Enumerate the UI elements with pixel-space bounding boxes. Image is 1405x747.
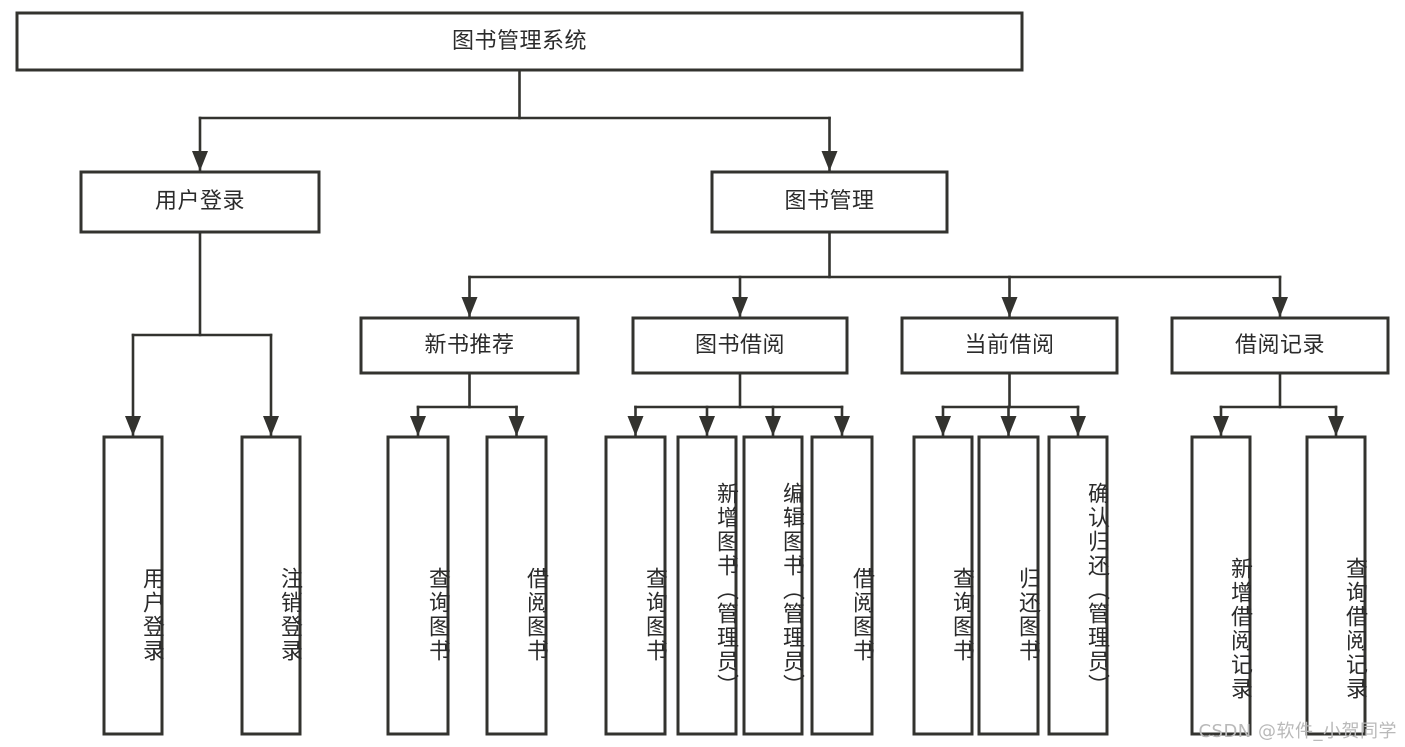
arrow-head-user-login [192,151,208,171]
node-leaf-query-book-bor[interactable] [606,437,665,734]
arrow-head-leaf-logout [263,416,279,436]
arrow-head-leaf-query-book-bor [627,416,644,436]
arrow-head-leaf-confirm-return [1070,416,1086,436]
node-box-current-borrow [900,316,1119,375]
node-leaf-query-record[interactable] [1307,437,1365,734]
node-box-leaf-query-record [1305,435,1367,736]
node-box-leaf-return-book [977,435,1040,736]
watermark-text: CSDN @软件_小贺同学 [1198,721,1397,742]
arrow-head-book-manage [821,151,838,171]
node-box-new-book-rec [359,316,580,375]
arrow-head-book-borrow [732,297,748,317]
node-box-root [15,11,1024,72]
node-box-leaf-user-login [102,435,164,736]
node-box-book-borrow [631,316,849,375]
node-box-leaf-borrow-book-bor [810,435,874,736]
node-root[interactable] [17,13,1022,70]
node-box-leaf-edit-book [742,435,804,736]
node-box-leaf-add-record [1190,435,1252,736]
node-box-leaf-logout [240,435,302,736]
node-leaf-query-book-rec[interactable] [388,437,448,734]
node-box-leaf-add-book [676,435,738,736]
node-box-leaf-query-book-bor [604,435,667,736]
node-new-book-rec[interactable] [361,318,578,373]
connector-layer [125,68,1344,437]
arrow-head-leaf-edit-book [765,416,781,436]
node-leaf-return-book[interactable] [979,437,1038,734]
node-borrow-record[interactable] [1172,318,1388,373]
node-leaf-logout[interactable] [242,437,300,734]
arrow-head-leaf-user-login [125,416,141,436]
node-box-leaf-confirm-return [1047,435,1109,736]
arrow-head-leaf-query-record [1328,416,1344,436]
box-layer [15,11,1390,736]
node-user-login[interactable] [81,172,319,232]
node-leaf-query-book-cur[interactable] [914,437,972,734]
node-box-leaf-query-book-cur [912,435,974,736]
arrow-head-leaf-borrow-book-rec [508,416,525,436]
node-box-borrow-record [1170,316,1390,375]
arrow-head-leaf-return-book [1000,416,1017,436]
node-box-leaf-query-book-rec [386,435,450,736]
arrow-head-leaf-add-book [699,416,715,436]
arrow-head-leaf-borrow-book-bor [834,416,850,436]
node-leaf-confirm-return[interactable] [1049,437,1107,734]
arrow-head-borrow-record [1272,297,1288,317]
arrow-head-leaf-add-record [1213,416,1229,436]
arrow-head-new-book-rec [461,297,478,317]
node-leaf-add-record[interactable] [1192,437,1250,734]
node-book-borrow[interactable] [633,318,847,373]
arrow-head-current-borrow [1001,297,1018,317]
node-box-book-manage [710,170,949,234]
node-leaf-user-login[interactable] [104,437,162,734]
arrow-head-leaf-query-book-cur [935,416,951,436]
node-current-borrow[interactable] [902,318,1117,373]
node-leaf-borrow-book-rec[interactable] [487,437,546,734]
node-leaf-edit-book[interactable] [744,437,802,734]
node-leaf-borrow-book-bor[interactable] [812,437,872,734]
arrow-head-leaf-query-book-rec [410,416,426,436]
node-box-user-login [79,170,321,234]
node-box-leaf-borrow-book-rec [485,435,548,736]
node-book-manage[interactable] [712,172,947,232]
node-leaf-add-book[interactable] [678,437,736,734]
